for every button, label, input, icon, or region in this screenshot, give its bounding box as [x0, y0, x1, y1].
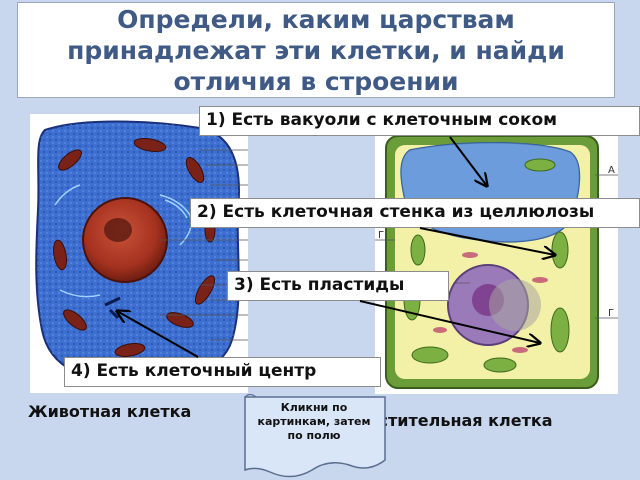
plant-label-right: Г [608, 308, 614, 319]
arrow-wall [419, 227, 555, 255]
caption-animal-cell: Животная клетка [28, 402, 192, 421]
arrow-vacuole [449, 136, 487, 186]
callout-cell-centre[interactable]: 4) Есть клеточный центр [64, 357, 381, 387]
plant-label-top-right: А [608, 165, 615, 176]
arrow-plastids [359, 300, 540, 343]
plant-label-left: Г [378, 230, 384, 241]
callout-cell-wall[interactable]: 2) Есть клеточная стенка из целлюлозы [190, 198, 640, 228]
slide-title: Определи, каким царствам принадлежат эти… [67, 4, 565, 96]
caption-plant-cell: Растительная клетка [356, 411, 553, 430]
callout-plastids[interactable]: 3) Есть пластиды [227, 271, 449, 301]
title-box: Определи, каким царствам принадлежат эти… [17, 2, 615, 98]
hint-note-text: Кликни по картинкам, затем по полю [257, 401, 371, 442]
arrow-centre [117, 311, 199, 358]
